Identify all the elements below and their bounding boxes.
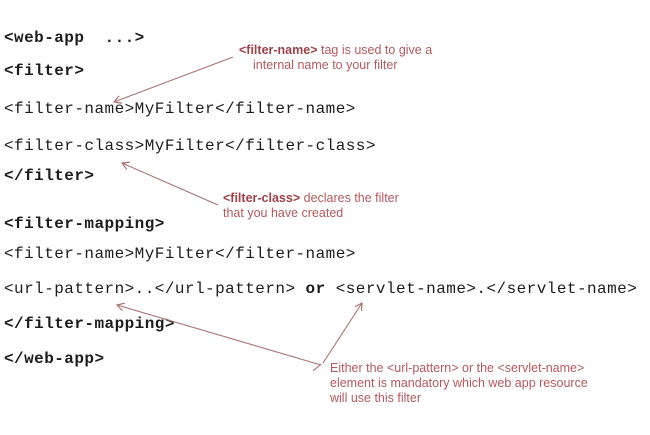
code-line-filter-class: <filter-class>MyFilter</filter-class> — [4, 137, 376, 155]
code-line-url-pattern-or-servlet: <url-pattern>..</url-pattern> or <servle… — [4, 280, 637, 298]
arrow-to-filter-class — [120, 161, 219, 206]
annotation-filter-class-rest: declares the filter — [300, 191, 399, 205]
arrow-to-servlet-name — [322, 301, 363, 364]
url-pattern-segment: <url-pattern>..</url-pattern> — [4, 280, 306, 298]
annotation-filter-class-line2: that you have created — [223, 206, 344, 220]
arrow-to-url-pattern — [115, 302, 322, 366]
arrow-to-filter-name — [112, 56, 234, 104]
annotation-filter-class-tag: <filter-class> — [223, 191, 301, 205]
annotation-filter-name-tag: <filter-name> — [239, 43, 318, 57]
code-line-web-app-open: <web-app ...> — [4, 29, 145, 47]
code-line-filter-mapping-close: </filter-mapping> — [4, 315, 175, 333]
code-line-filter-mapping-open: <filter-mapping> — [4, 215, 165, 233]
code-line-filter-close: </filter> — [4, 167, 95, 185]
annotation-mapping-line1: Either the <url-pattern> or the <servlet… — [330, 361, 585, 375]
annotation-mapping-line2: element is mandatory which web app resou… — [330, 376, 588, 390]
annotation-mapping-line3: will use this filter — [330, 391, 421, 405]
annotation-filter-name-line2: internal name to your filter — [253, 58, 398, 72]
arrow-tail-tick — [312, 363, 322, 372]
code-line-web-app-close: </web-app> — [4, 350, 105, 368]
or-word: or — [305, 280, 326, 298]
code-line-filter-open: <filter> — [4, 62, 85, 80]
annotation-filter-name-line1: <filter-name> tag is used to give a — [239, 43, 432, 57]
annotation-filter-name-rest: tag is used to give a — [317, 43, 433, 57]
code-line-filter-name-2: <filter-name>MyFilter</filter-name> — [4, 245, 356, 263]
servlet-name-segment: <servlet-name>.</servlet-name> — [325, 280, 638, 298]
annotation-filter-class-line1: <filter-class> declares the filter — [223, 191, 399, 205]
code-line-filter-name-1: <filter-name>MyFilter</filter-name> — [4, 100, 356, 118]
